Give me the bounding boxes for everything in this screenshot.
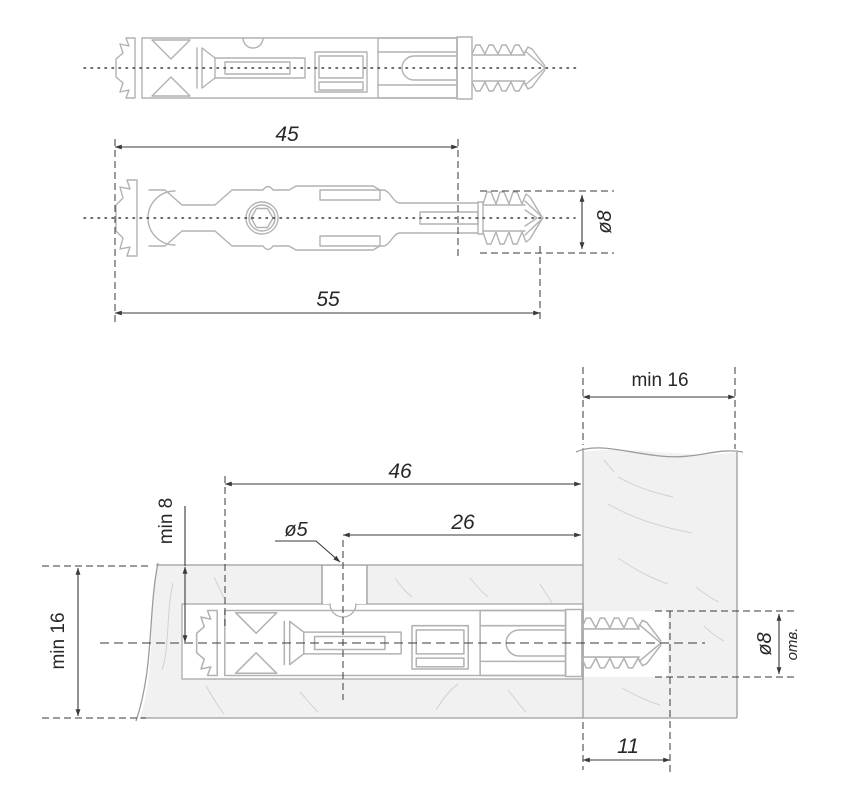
- dim-min8-label: min 8: [156, 498, 177, 544]
- dim-dia5: ø5: [275, 519, 341, 563]
- dim-min16-top: min 16: [582, 367, 736, 449]
- dim-dia8-hole-suffix: отв.: [784, 628, 801, 661]
- pilot-notch: [242, 37, 264, 49]
- break-line-left: [135, 562, 159, 722]
- connector-side-view: [83, 36, 579, 100]
- vertical-panel: [583, 450, 737, 718]
- break-line-top: [575, 447, 744, 458]
- dim-min16-left-label: min 16: [48, 612, 69, 669]
- dim-46: 46: [224, 460, 582, 628]
- dim-11-label: 11: [617, 735, 639, 758]
- pilot-hole: [321, 565, 368, 618]
- connector-plan-view: 45 55 ø8: [83, 123, 616, 322]
- dim-11: 11: [582, 722, 671, 770]
- panel-edges: [135, 447, 744, 722]
- installation-section-view: min 16 46 26 ø5 min 8 min 16: [42, 367, 801, 775]
- dim-45-label: 45: [275, 123, 299, 146]
- dim-26-label: 26: [450, 511, 475, 534]
- dim-min16-top-label: min 16: [631, 370, 688, 391]
- dim-dia5-label: ø5: [284, 519, 308, 541]
- dim-55-label: 55: [316, 288, 340, 311]
- dim-55: 55: [114, 246, 541, 322]
- dim-min8: min 8: [156, 498, 188, 643]
- dowel-cavity: [181, 603, 584, 680]
- dim-45: 45: [114, 123, 459, 322]
- screw-hole: [584, 611, 668, 677]
- dim-26: 26: [342, 511, 582, 700]
- dim-dia8-label: ø8: [594, 210, 616, 233]
- dim-46-label: 46: [388, 460, 412, 483]
- dim-dia8: ø8: [480, 190, 616, 254]
- dim-dia8-hole: ø8 отв.: [655, 610, 801, 775]
- wood-grain: [161, 459, 725, 715]
- dim-min16-left: min 16: [42, 565, 152, 719]
- dim-dia8-hole-label: ø8: [754, 632, 776, 655]
